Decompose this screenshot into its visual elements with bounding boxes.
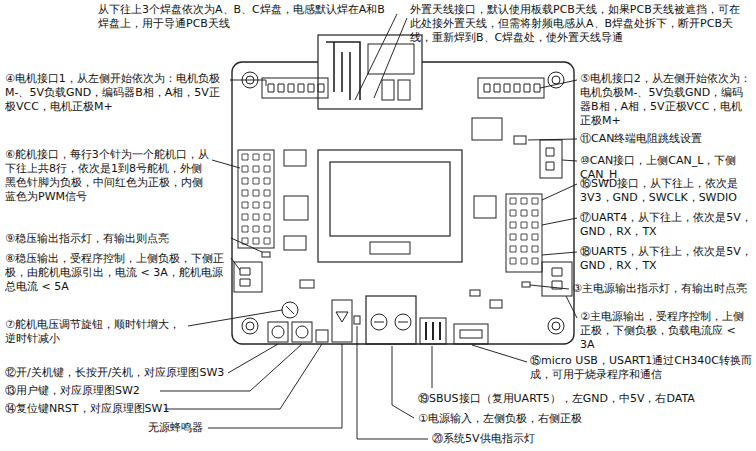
callout-label: ①电源输入，左侧负极，右侧正极 (418, 412, 752, 426)
callout-label: ⑥舵机接口，每行3个针为一个舵机口，从下往上共8行，依次是1到8号舵机，外侧黑色… (5, 148, 209, 204)
callout-label: ④电机接口1，从左侧开始依次为：电机负极M-、5V负载GND，编码器B相，A相，… (5, 72, 227, 114)
callout-label: ⑪CAN终端电阻跳线设置 (580, 132, 752, 146)
callout-label: ⑱UART5，从下往上，依次是5V，GND，RX，TX (580, 245, 752, 273)
callout-label: ⑯SWD接口，从下往上，依次是3V3，GND，SWCLK，SWDIO (580, 177, 752, 205)
callout-label: ⑲SBUS接口（复用UART5），左GND，中5V，右DATA (418, 392, 752, 406)
callout-label: ②主电源输出，受程序控制，上侧正极，下侧负极，负载电流应 < 3A (580, 310, 752, 352)
callout-label: 从下往上3个焊盘依次为A、B、C焊盘，电感默认焊在A和B焊盘上，用于导通PCB天… (98, 3, 394, 31)
callout-label: ③主电源输出指示灯，有输出时点亮 (572, 282, 752, 296)
callout-label: ⑰UART4，从下往上，依次是5V，GND，RX，TX (580, 211, 752, 239)
callout-label: 外置天线接口，默认使用板载PCB天线，如果PCB天线被遮挡，可在此处接外置天线，… (410, 3, 748, 45)
callout-label: ⑬用户键，对应原理图SW2 (5, 384, 205, 398)
callout-label: ⑫开/关机键，长按开/关机，对应原理图SW3 (5, 366, 227, 380)
callout-label: ⑭复位键NRST，对应原理图SW1 (5, 402, 205, 416)
callout-label: ⑤电机接口2，从左侧开始依次为：电机负极M-、5V负载GND，编码器B相，A相，… (580, 72, 752, 128)
callout-label: ⑦舵机电压调节旋钮，顺时针增大，逆时针减小 (5, 318, 185, 346)
callout-label: ⑧稳压输出，受程序控制，上侧负极，下侧正极，由舵机电源引出，电流 < 3A，舵机… (5, 252, 229, 294)
callout-label: ⑮micro USB，USART1通过CH340C转换而成，可用于烧录程序和通信 (530, 354, 752, 382)
callout-label: ⑨稳压输出指示灯，有输出则点亮 (5, 232, 229, 246)
callout-label: 无源蜂鸣器 (148, 421, 228, 435)
callout-label: ⑳系统5V供电指示灯 (432, 432, 632, 446)
